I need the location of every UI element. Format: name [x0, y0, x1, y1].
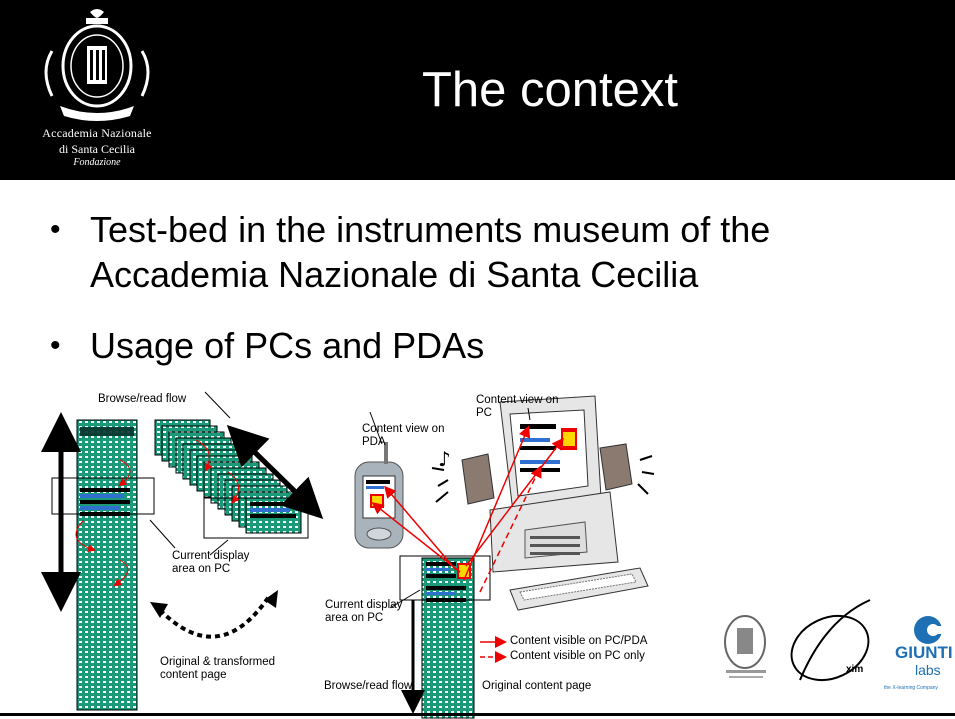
accademia-crest-logo: Accademia Nazionale di Santa Cecilia Fon… — [12, 6, 182, 178]
music-note-icon: ♪ — [438, 447, 451, 471]
diagram-graphics: ♪ — [41, 391, 945, 719]
header-band: Accademia Nazionale di Santa Cecilia Fon… — [0, 0, 955, 180]
speaker-left-icon — [431, 453, 495, 505]
bottom-border — [0, 713, 955, 716]
left-browse-read-flow-label: Browse/read flow — [98, 393, 187, 405]
crest-text-line-1: Accademia Nazionale — [42, 126, 152, 140]
pc-computer-graphic — [489, 395, 619, 573]
crest-text-line-2: di Santa Cecilia — [59, 142, 135, 156]
bullet-dot-icon: • — [50, 213, 61, 246]
legend-pc-pda-label: Content visible on PC/PDA — [510, 635, 648, 647]
context-diagram: ♪ — [0, 380, 955, 719]
original-content-page-label: Original content page — [482, 680, 592, 692]
legend-pc-only-label: Content visible on PC only — [510, 650, 645, 662]
left-current-display-label: Current display area on PC — [172, 550, 250, 575]
slide-title: The context — [421, 63, 679, 117]
crest-text-line-3: Fondazione — [73, 157, 121, 168]
original-content-page-graphic — [76, 419, 138, 711]
labs-logo-text: labs — [915, 662, 941, 678]
xim-logo — [790, 599, 871, 682]
keyboard-graphic — [509, 567, 649, 611]
giunti-tagline: the X-learning Company — [884, 685, 938, 691]
content-view-pc-label: Content view on PC — [476, 394, 559, 419]
right-original-page-graphic — [421, 557, 475, 719]
giunti-logo — [914, 616, 945, 644]
original-transformed-label: Original & transformed content page — [160, 656, 276, 681]
right-browse-read-flow-label: Browse/read flow — [324, 680, 413, 692]
xim-logo-text: xim — [846, 664, 864, 675]
bullet-text: Test-bed in the instruments museum of th… — [90, 209, 771, 295]
giunti-logo-text: GIUNTI — [895, 643, 953, 662]
speaker-right-icon — [599, 443, 655, 495]
content-view-pda-label: Content view on PDA — [362, 423, 445, 448]
right-current-display-label: Current display area on PC — [325, 599, 403, 624]
bullet-dot-icon: • — [50, 329, 61, 362]
accademia-small-logo — [724, 615, 766, 678]
crest-emblem-icon — [44, 9, 150, 121]
pda-device-graphic — [354, 442, 404, 549]
bullet-text: Usage of PCs and PDAs — [90, 325, 485, 366]
